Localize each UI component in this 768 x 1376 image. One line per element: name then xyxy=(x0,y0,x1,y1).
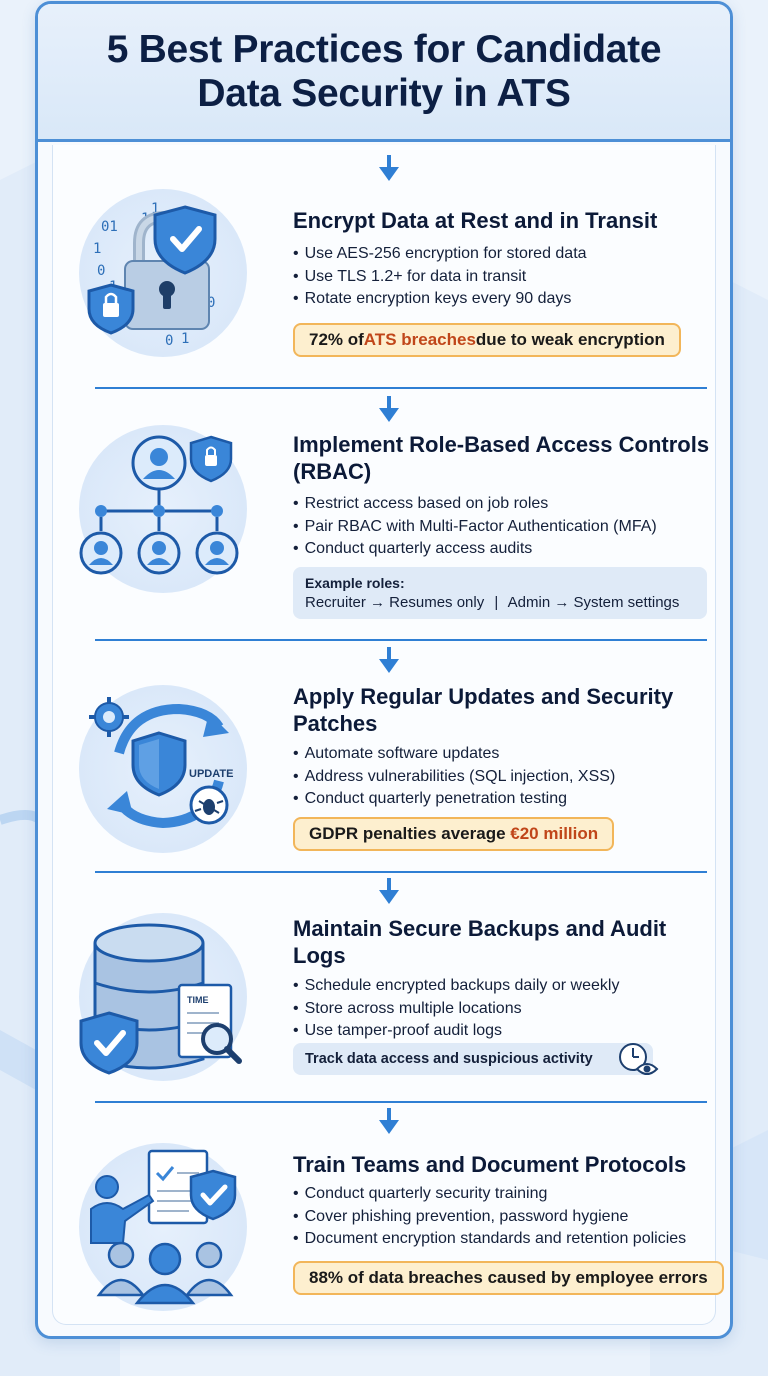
padlock-shield-icon: 01101 00101 11 xyxy=(87,201,217,349)
bullet-item: Document encryption standards and retent… xyxy=(293,1228,730,1251)
svg-text:1: 1 xyxy=(93,241,101,257)
content-panel: 01101 00101 11 Encrypt Data at Rest and … xyxy=(52,145,724,1325)
stat-callout: 88% of data breaches caused by employee … xyxy=(293,1261,724,1295)
svg-text:0: 0 xyxy=(97,263,105,279)
section-rbac: Implement Role-Based Access Controls (RB… xyxy=(53,389,717,639)
arrow-down-icon xyxy=(379,878,399,904)
section-backups: TIME Maintain Secure Backups and Audit L… xyxy=(53,873,717,1101)
role-recruiter: Recruiter → Resumes only xyxy=(305,594,485,611)
arrow-down-icon xyxy=(379,155,399,181)
role-admin: Admin → System settings xyxy=(507,594,680,611)
clock-eye-icon xyxy=(619,1043,659,1075)
bullet-item: Rotate encryption keys every 90 days xyxy=(293,288,730,311)
section-title: Encrypt Data at Rest and in Transit xyxy=(293,208,658,233)
bullet-item: Cover phishing prevention, password hygi… xyxy=(293,1206,730,1229)
example-roles-box: Example roles: Recruiter → Resumes only … xyxy=(293,567,707,619)
section-title: Maintain Secure Backups and Audit Logs xyxy=(293,916,667,968)
svg-text:1: 1 xyxy=(151,201,159,217)
team-training-icon xyxy=(90,1149,237,1305)
stat-callout: GDPR penalties average €20 million xyxy=(293,817,615,851)
bullet-item: Pair RBAC with Multi-Factor Authenticati… xyxy=(293,516,730,539)
org-chart-users-icon xyxy=(79,435,239,575)
divider xyxy=(95,871,707,873)
svg-text:01: 01 xyxy=(101,219,118,235)
arrow-down-icon xyxy=(379,647,399,673)
bullet-item: Use TLS 1.2+ for data in transit xyxy=(293,266,730,289)
bullet-item: Address vulnerabilities (SQL injection, … xyxy=(293,766,730,789)
arrow-down-icon xyxy=(379,1108,399,1134)
bullet-item: Schedule encrypted backups daily or week… xyxy=(293,975,730,998)
divider xyxy=(95,1101,707,1103)
section-title: Implement Role-Based Access Controls (RB… xyxy=(293,432,710,484)
svg-text:UPDATE: UPDATE xyxy=(189,768,233,780)
bullet-item: Use tamper-proof audit logs xyxy=(293,1020,730,1043)
infographic-card: 5 Best Practices for Candidate Data Secu… xyxy=(35,1,733,1339)
stat-callout: 72% of ATS breaches due to weak encrypti… xyxy=(293,323,681,357)
bullet-item: Conduct quarterly access audits xyxy=(293,538,730,561)
svg-text:0: 0 xyxy=(207,295,215,311)
section-title: Apply Regular Updates and Security Patch… xyxy=(293,684,674,736)
arrow-down-icon xyxy=(379,396,399,422)
divider xyxy=(95,387,707,389)
example-roles-heading: Example roles: xyxy=(305,575,405,591)
bullet-list: Schedule encrypted backups daily or week… xyxy=(293,975,730,1043)
bullet-list: Use AES-256 encryption for stored data U… xyxy=(293,243,730,311)
update-cycle-shield-icon: UPDATE xyxy=(89,697,233,829)
section-encrypt: 01101 00101 11 Encrypt Data at Rest and … xyxy=(53,145,717,385)
bullet-item: Conduct quarterly penetration testing xyxy=(293,788,730,811)
bullet-item: Conduct quarterly security training xyxy=(293,1183,730,1206)
section-title: Train Teams and Document Protocols xyxy=(293,1152,687,1177)
bullet-list: Conduct quarterly security training Cove… xyxy=(293,1183,730,1251)
header: 5 Best Practices for Candidate Data Secu… xyxy=(38,4,730,142)
section-updates: UPDATE Apply Regular Updates and Securit… xyxy=(53,641,717,871)
svg-text:TIME: TIME xyxy=(187,995,209,1005)
bullet-item: Automate software updates xyxy=(293,743,730,766)
bullet-list: Restrict access based on job roles Pair … xyxy=(293,493,730,561)
page-title: 5 Best Practices for Candidate Data Secu… xyxy=(106,27,662,115)
svg-text:0: 0 xyxy=(165,333,173,349)
bullet-item: Restrict access based on job roles xyxy=(293,493,730,516)
divider xyxy=(95,639,707,641)
tracking-note: Track data access and suspicious activit… xyxy=(293,1043,659,1075)
section-training: Train Teams and Document Protocols Condu… xyxy=(53,1103,724,1325)
bullet-item: Store across multiple locations xyxy=(293,998,730,1021)
bullet-list: Automate software updates Address vulner… xyxy=(293,743,730,811)
svg-text:1: 1 xyxy=(181,331,189,347)
database-backup-icon: TIME xyxy=(79,923,242,1075)
bullet-item: Use AES-256 encryption for stored data xyxy=(293,243,730,266)
